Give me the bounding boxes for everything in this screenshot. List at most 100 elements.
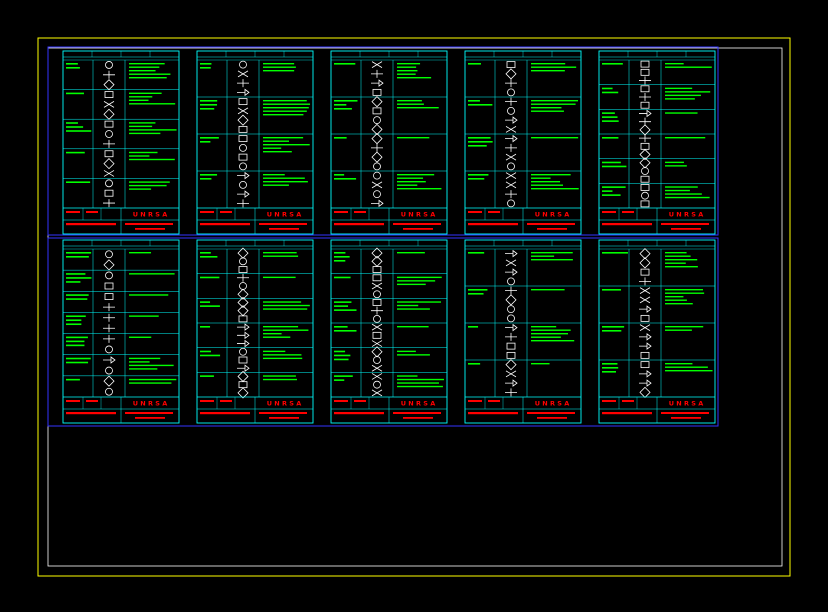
- sheet-title: U N R S A: [133, 400, 168, 408]
- label-text-mark: [66, 315, 86, 318]
- description-text-mark: [129, 336, 152, 338]
- pump-circle-icon: [373, 356, 381, 364]
- description-text-mark: [129, 103, 176, 105]
- valve-diamond-icon: [237, 296, 249, 309]
- description-text-mark: [263, 336, 291, 338]
- label-text-mark: [200, 67, 211, 69]
- valve-diamond-icon: [505, 294, 517, 306]
- description-text-mark: [129, 382, 172, 384]
- junction-cross-icon: [505, 97, 517, 106]
- pump-circle-icon: [105, 250, 113, 259]
- junction-cross-icon: [237, 273, 249, 282]
- title-red-mark: [259, 223, 307, 225]
- label-text-mark: [66, 323, 82, 326]
- valve-box-icon: [640, 68, 650, 76]
- valve-diamond-icon: [371, 96, 383, 108]
- title-red-mark: [86, 400, 98, 402]
- description-text-mark: [397, 77, 432, 79]
- description-text-mark: [263, 137, 304, 139]
- description-text-mark: [263, 107, 309, 109]
- flow-arrow-icon: [237, 339, 250, 348]
- label-text-mark: [200, 108, 215, 110]
- description-text-mark: [263, 255, 299, 257]
- junction-cross-icon: [371, 143, 383, 152]
- valve-box-icon: [238, 98, 248, 106]
- description-text-mark: [129, 184, 167, 187]
- title-red-mark: [200, 412, 250, 415]
- pump-circle-icon: [105, 271, 113, 280]
- description-text-mark: [531, 188, 579, 190]
- check-x-icon: [505, 172, 517, 179]
- check-x-icon: [371, 389, 383, 397]
- description-text-mark: [665, 196, 710, 199]
- title-red-mark: [671, 417, 701, 419]
- description-text-mark: [129, 122, 156, 124]
- label-text-mark: [334, 309, 357, 311]
- valve-diamond-icon: [639, 148, 651, 161]
- label-text-mark: [66, 92, 84, 95]
- valve-diamond-icon: [103, 158, 115, 170]
- flow-arrow-icon: [639, 305, 652, 313]
- check-x-icon: [505, 370, 517, 378]
- flow-arrow-icon: [237, 331, 250, 340]
- junction-cross-icon: [505, 332, 517, 341]
- label-text-mark: [66, 294, 89, 296]
- symbol-sheet: U N R S A: [62, 50, 180, 235]
- check-x-icon: [371, 181, 383, 189]
- label-text-mark: [468, 145, 487, 147]
- title-red-mark: [354, 211, 366, 213]
- check-x-icon: [371, 61, 383, 68]
- label-text-mark: [334, 256, 350, 258]
- valve-diamond-icon: [639, 257, 651, 269]
- pump-circle-icon: [105, 387, 113, 396]
- valve-box-icon: [506, 351, 516, 359]
- label-text-mark: [468, 174, 489, 176]
- sheet-title: U N R S A: [267, 400, 302, 408]
- check-x-icon: [639, 296, 651, 304]
- title-red-mark: [393, 223, 441, 225]
- description-text-mark: [531, 184, 564, 186]
- description-text-mark: [263, 174, 285, 176]
- label-text-mark: [334, 301, 352, 303]
- title-red-mark: [527, 412, 575, 414]
- description-text-mark: [665, 262, 686, 264]
- description-text-mark: [129, 357, 161, 360]
- description-text-mark: [397, 308, 430, 310]
- description-text-mark: [129, 70, 156, 72]
- title-red-mark: [66, 412, 116, 415]
- description-text-mark: [665, 186, 698, 188]
- sheet-title: U N R S A: [267, 211, 302, 219]
- description-text-mark: [129, 96, 153, 98]
- description-text-mark: [263, 110, 307, 112]
- label-text-mark: [334, 260, 346, 262]
- title-red-mark: [200, 400, 214, 402]
- valve-box-icon: [104, 189, 114, 197]
- description-text-mark: [665, 91, 711, 93]
- description-text-mark: [129, 125, 153, 128]
- junction-cross-icon: [103, 324, 115, 333]
- label-text-mark: [66, 277, 92, 279]
- description-text-mark: [263, 70, 295, 72]
- label-text-mark: [200, 354, 221, 357]
- description-text-mark: [263, 114, 304, 116]
- description-text-mark: [397, 304, 419, 307]
- description-text-mark: [531, 259, 573, 261]
- description-text-mark: [665, 252, 687, 254]
- pump-circle-icon: [105, 130, 113, 138]
- sheet-title: U N R S A: [535, 400, 570, 408]
- flow-arrow-icon: [639, 333, 652, 341]
- description-text-mark: [263, 378, 297, 381]
- junction-cross-icon: [103, 303, 115, 312]
- label-text-mark: [200, 100, 218, 102]
- flow-arrow-icon: [237, 190, 250, 198]
- flow-arrow-icon: [505, 116, 518, 124]
- valve-box-icon: [238, 125, 248, 133]
- description-text-mark: [397, 354, 430, 356]
- title-red-mark: [66, 400, 80, 402]
- pump-circle-icon: [507, 106, 515, 115]
- description-text-mark: [397, 385, 443, 388]
- valve-diamond-icon: [639, 248, 651, 260]
- valve-diamond-icon: [103, 108, 115, 120]
- junction-cross-icon: [371, 306, 383, 315]
